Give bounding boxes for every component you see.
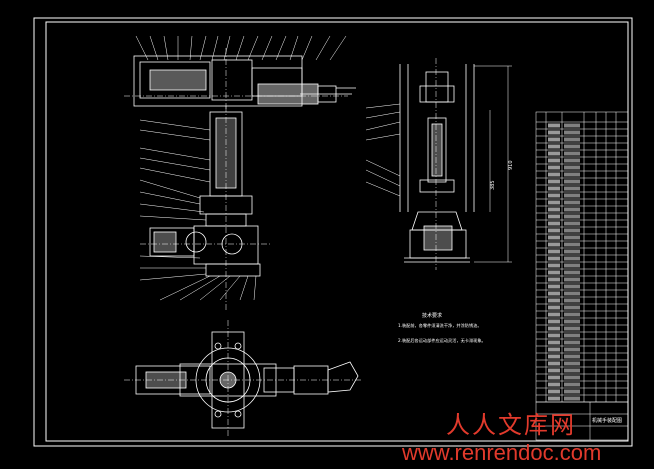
plan-view [124, 320, 362, 438]
bom-cell-text [564, 228, 580, 233]
bom-cell-text [564, 277, 580, 282]
bom-cell-text [564, 207, 580, 212]
dimension-label-stroke: 385 [490, 180, 496, 190]
bom-cell-text [564, 242, 580, 247]
bom-cell-text [548, 249, 560, 254]
bom-cell-text [564, 368, 580, 373]
bom-cell-text [564, 319, 580, 324]
bom-cell-text [564, 214, 580, 219]
dimension-label-height: 910 [508, 160, 514, 170]
bom-cell-text [564, 256, 580, 261]
bom-cell-text [548, 123, 560, 128]
bom-cell-text [548, 312, 560, 317]
bom-cell-text [548, 361, 560, 366]
bom-cell-text [564, 249, 580, 254]
bom-cell-text [564, 354, 580, 359]
bom-cell-text [548, 354, 560, 359]
bom-cell-text [564, 130, 580, 135]
bom-cell-text [564, 333, 580, 338]
column-section-view [139, 106, 270, 310]
bom-cell-text [564, 340, 580, 345]
bom-cell-text [564, 186, 580, 191]
bom-cell-text [564, 375, 580, 380]
tech-note-1: 1.装配前，各零件须清洗干净，并涂防锈油。 [398, 322, 482, 329]
bom-cell-text [548, 382, 560, 387]
bom-cell-text [564, 193, 580, 198]
bom-cell-text [548, 221, 560, 226]
bom-cell-text [548, 186, 560, 191]
bom-cell-text [564, 305, 580, 310]
bom-cell-text [564, 326, 580, 331]
bom-cell-text [564, 200, 580, 205]
bom-cell-text [548, 200, 560, 205]
bom-cell-text [548, 214, 560, 219]
bom-cell-text [548, 333, 560, 338]
title-block [535, 401, 629, 441]
bom-cell-text [548, 389, 560, 394]
bom-cell-text [548, 375, 560, 380]
bom-cell-text [564, 158, 580, 163]
tech-notes: 技术要求 1.装配前，各零件须清洗干净，并涂防锈油。 2.装配后各运动部件应运动… [398, 312, 486, 344]
watermark-url: www.renrendoc.com [402, 440, 602, 465]
bom-cell-text [564, 312, 580, 317]
watermark-brand: 人人文库网 [446, 411, 576, 439]
bom-cell-text [564, 123, 580, 128]
bom-cell-text [548, 228, 560, 233]
bom-cell-text [564, 396, 580, 401]
bom-cell-text [564, 179, 580, 184]
bom-cell-text [564, 144, 580, 149]
bom-cell-text [548, 305, 560, 310]
bom-cell-text [564, 382, 580, 387]
bom-cell-text [548, 270, 560, 275]
bom-cell-text [548, 235, 560, 240]
bom-cell-text [548, 179, 560, 184]
bom-cell-text [548, 340, 560, 345]
bom-cell-text [564, 389, 580, 394]
bom-cell-text [564, 137, 580, 142]
bom-cell-text [548, 347, 560, 352]
bom-cell-text [564, 151, 580, 156]
bom-cell-text [548, 151, 560, 156]
bom-cell-text [564, 284, 580, 289]
bom-cell-text [564, 291, 580, 296]
bom-cell-text [548, 298, 560, 303]
bom-cell-text [548, 193, 560, 198]
bom-cell-text [548, 326, 560, 331]
bom-cell-text [548, 263, 560, 268]
tech-notes-title: 技术要求 [422, 312, 442, 319]
bom-cell-text [548, 144, 560, 149]
bom-cell-text [548, 319, 560, 324]
bom-cell-text [564, 347, 580, 352]
bom-cell-text [548, 165, 560, 170]
bom-cell-text [564, 221, 580, 226]
tech-note-2: 2.装配后各运动部件应运动灵活，无卡滞现象。 [398, 337, 486, 344]
bom-cell-text [548, 130, 560, 135]
parts-list-table [535, 111, 629, 403]
bom-cell-text [564, 172, 580, 177]
bom-cell-text [564, 235, 580, 240]
bom-cell-text [548, 368, 560, 373]
title-block-label: 机械手装配图 [592, 417, 622, 424]
bom-cell-text [564, 270, 580, 275]
bom-cell-text [548, 137, 560, 142]
bom-cell-text [548, 277, 560, 282]
bom-cell-text [564, 361, 580, 366]
bom-cell-text [548, 207, 560, 212]
bom-cell-text [548, 291, 560, 296]
bom-cell-text [548, 172, 560, 177]
bom-cell-text [548, 396, 560, 401]
arm-top-view [124, 35, 356, 110]
bom-cell-text [548, 242, 560, 247]
bom-cell-text [548, 284, 560, 289]
front-elevation-view [365, 58, 512, 270]
bom-cell-text [564, 165, 580, 170]
bom-cell-text [564, 263, 580, 268]
bom-cell-text [548, 158, 560, 163]
bom-cell-text [564, 298, 580, 303]
bom-cell-text [548, 256, 560, 261]
